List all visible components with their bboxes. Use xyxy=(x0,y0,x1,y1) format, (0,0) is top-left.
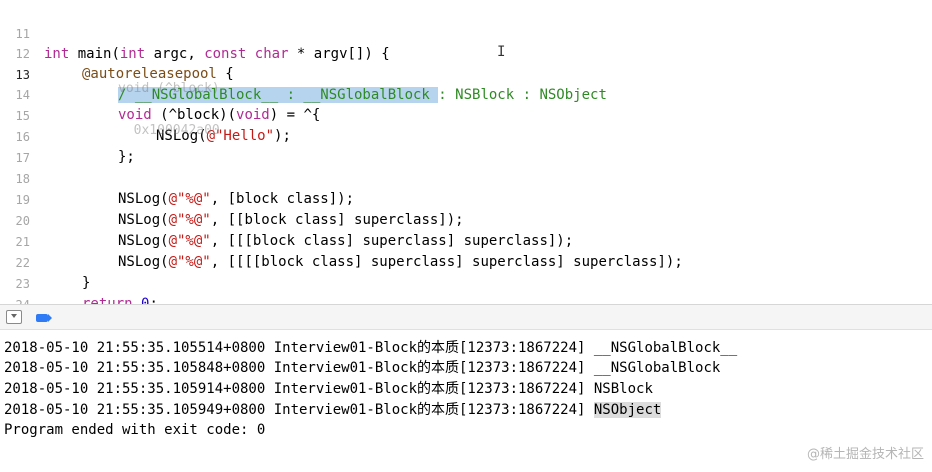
keyword: return xyxy=(82,296,133,304)
debug-bar xyxy=(0,304,932,330)
code-line[interactable]: 22 } xyxy=(0,233,932,291)
code-line[interactable]: 19 NSLog(@"%@", [[block class] superclas… xyxy=(0,170,932,228)
number-literal: 0 xyxy=(141,296,150,304)
console-output[interactable]: 2018-05-10 21:55:35.105514+0800 Intervie… xyxy=(0,330,932,472)
code-token: NSLog( xyxy=(156,128,207,144)
code-line[interactable]: 21 NSLog(@"%@", [[[[block class] supercl… xyxy=(0,212,932,270)
code-line[interactable]: 11 int main(int argc, const char * argv[… xyxy=(0,4,932,62)
line-number: 17 xyxy=(15,151,30,165)
code-token: * argv[]) { xyxy=(288,46,390,62)
code-token: { xyxy=(216,66,234,82)
keyword: void xyxy=(236,107,270,123)
code-text: } xyxy=(82,273,90,293)
highlighted-text[interactable]: NSObject xyxy=(593,402,662,418)
code-token: (^block)( xyxy=(151,107,237,123)
ghost-overlay-text: void (^block) 0x100042a00 xyxy=(118,81,220,138)
code-line[interactable]: 23 return 0; xyxy=(0,254,932,304)
code-token: NSLog( xyxy=(118,254,169,270)
code-token: NSLog( xyxy=(118,212,169,228)
preprocessor: @autoreleasepool xyxy=(82,66,217,82)
code-token: ; xyxy=(149,296,158,304)
string-literal: @"%@" xyxy=(168,254,211,270)
text-cursor-icon: I xyxy=(497,44,506,60)
line-number: 18 xyxy=(15,172,30,186)
code-token: } xyxy=(82,275,91,291)
code-text: NSLog(@"%@", [block class]); xyxy=(118,189,354,209)
string-literal: @"Hello" xyxy=(206,128,275,144)
console-line: 2018-05-10 21:55:35.105914+0800 Intervie… xyxy=(4,381,653,397)
line-number: 12 xyxy=(15,47,30,61)
line-number: 24 xyxy=(0,295,30,304)
code-line[interactable]: 16 }; xyxy=(0,107,932,165)
code-token xyxy=(133,296,141,304)
code-line[interactable]: 12 @autoreleasepool { xyxy=(0,24,932,82)
code-line[interactable]: 17 xyxy=(0,128,932,165)
console-line: 2018-05-10 21:55:35.105848+0800 Intervie… xyxy=(4,360,721,376)
code-line[interactable]: 18 NSLog(@"%@", [block class]); xyxy=(0,149,932,207)
code-text: NSLog(@"%@", [[block class] superclass])… xyxy=(118,210,464,230)
code-token: , [[block class] superclass]); xyxy=(210,212,464,228)
code-token: argc, xyxy=(145,46,205,62)
code-text: NSLog(@"%@", [[[[block class] superclass… xyxy=(118,252,683,272)
code-line[interactable]: 15 NSLog(@"Hello"); xyxy=(0,86,932,144)
line-number: 20 xyxy=(15,214,30,228)
line-number: 11 xyxy=(15,27,30,41)
line-number: 13 xyxy=(15,68,30,82)
code-text: NSLog(@"Hello"); xyxy=(156,126,291,146)
keyword: const xyxy=(204,46,247,62)
hide-debug-area-icon[interactable] xyxy=(6,310,22,324)
code-line[interactable]: 20 NSLog(@"%@", [[[block class] supercla… xyxy=(0,191,932,249)
code-token: , [block class]); xyxy=(210,191,355,207)
line-number: 15 xyxy=(15,109,30,123)
selected-comment[interactable]: / __NSGlobalBlock__ : __NSGlobalBlock xyxy=(118,87,439,103)
line-number: 21 xyxy=(15,235,30,249)
line-number: 14 xyxy=(15,88,30,102)
code-text: / __NSGlobalBlock__ : __NSGlobalBlock : … xyxy=(118,85,607,105)
watermark: @稀土掘金技术社区 xyxy=(806,447,924,462)
keyword: int xyxy=(119,46,146,62)
code-token: ) = ^{ xyxy=(269,107,321,123)
code-text: void (^block)(void) = ^{ xyxy=(118,105,320,125)
code-line-current[interactable]: 13 / __NSGlobalBlock__ : __NSGlobalBlock… xyxy=(0,45,932,103)
code-text: NSLog(@"%@", [[[block class] superclass]… xyxy=(118,231,573,251)
string-literal: @"%@" xyxy=(168,233,211,249)
console-arrow-icon[interactable] xyxy=(36,314,52,322)
code-token: ); xyxy=(274,128,291,144)
code-line[interactable]: 14 void (^block)(void) = ^{ xyxy=(0,65,932,123)
keyword: char xyxy=(254,46,289,62)
line-number: 16 xyxy=(15,130,30,144)
comment: : NSBlock : NSObject xyxy=(438,87,607,103)
keyword: void xyxy=(118,107,152,123)
code-text: return 0; xyxy=(82,294,158,304)
line-number: 23 xyxy=(15,277,30,291)
code-text: @autoreleasepool { xyxy=(82,64,234,84)
keyword: int xyxy=(44,46,70,62)
code-text: }; xyxy=(118,147,135,167)
code-token: main( xyxy=(69,46,120,62)
line-number: 22 xyxy=(15,256,30,270)
code-token: , [[[block class] superclass] superclass… xyxy=(210,233,574,249)
code-line[interactable]: 24 } xyxy=(0,275,932,304)
code-text: int main(int argc, const char * argv[]) … xyxy=(44,44,390,64)
console-exit-line: Program ended with exit code: 0 xyxy=(4,422,266,438)
code-token: NSLog( xyxy=(118,233,169,249)
line-number: 19 xyxy=(15,193,30,207)
code-token: , [[[[block class] superclass] superclas… xyxy=(210,254,683,270)
string-literal: @"%@" xyxy=(168,191,211,207)
console-line-text: 2018-05-10 21:55:35.105949+0800 Intervie… xyxy=(4,402,594,418)
string-literal: @"%@" xyxy=(168,212,211,228)
code-editor[interactable]: 11 int main(int argc, const char * argv[… xyxy=(0,0,932,304)
console-line: 2018-05-10 21:55:35.105514+0800 Intervie… xyxy=(4,340,738,356)
code-token: NSLog( xyxy=(118,191,169,207)
code-token: }; xyxy=(118,149,135,165)
console-line: 2018-05-10 21:55:35.105949+0800 Intervie… xyxy=(4,400,662,420)
